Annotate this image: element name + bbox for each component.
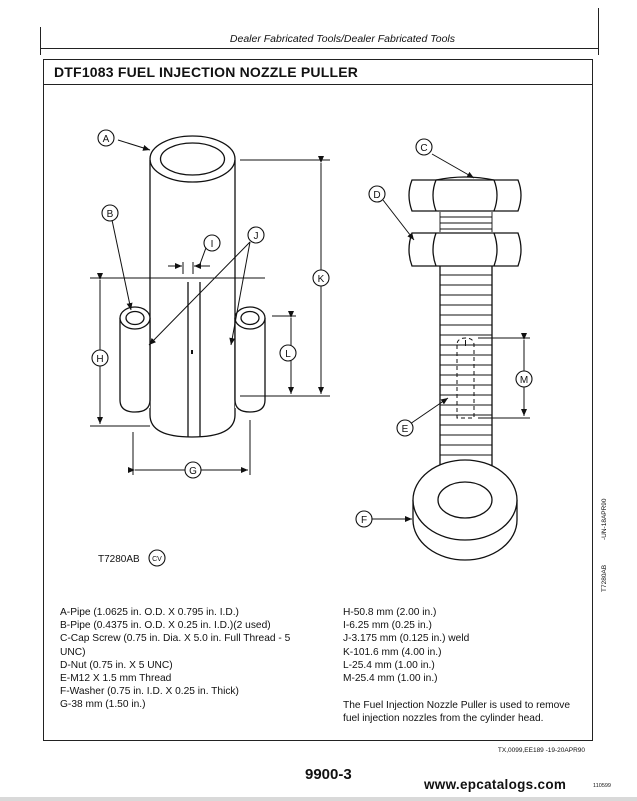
bottom-bar — [0, 797, 637, 801]
figure-id: T7280AB — [98, 554, 140, 565]
legend-item: UNC) — [60, 646, 86, 658]
watermark: www.epcatalogs.com — [424, 777, 567, 792]
callout-h: H — [91, 349, 109, 367]
callout-m: M — [515, 370, 533, 388]
svg-text:H: H — [96, 354, 103, 365]
legend-item: M-25.4 mm (1.00 in.) — [343, 673, 438, 685]
legend-item: F-Washer (0.75 in. I.D. X 0.25 in. Thick… — [60, 686, 239, 698]
leaders-right — [372, 153, 475, 522]
content-frame — [43, 59, 593, 741]
legend-left: A-Pipe (1.0625 in. O.D. X 0.795 in. I.D.… — [60, 606, 320, 712]
figure-code-vertical-bottom: T7280AB — [601, 564, 608, 592]
callout-k: K — [312, 269, 330, 287]
header-rule — [40, 48, 599, 49]
callout-f: F — [355, 510, 373, 528]
svg-text:I: I — [211, 239, 214, 250]
svg-text:D: D — [373, 190, 380, 201]
legend-item: J-3.175 mm (0.125 in.) weld — [343, 633, 470, 645]
pipe-b-left — [119, 306, 151, 413]
tx-code: TX,0099,EE189 -19-20APR90 — [497, 747, 585, 754]
legend-item: K-101.6 mm (4.00 in.) — [343, 646, 442, 658]
legend-right: H-50.8 mm (2.00 in.) I-6.25 mm (0.25 in.… — [343, 606, 583, 726]
legend-item: C-Cap Screw (0.75 in. Dia. X 5.0 in. Ful… — [60, 633, 291, 645]
cv-mark: CV — [148, 549, 166, 567]
tool-description: The Fuel Injection Nozzle Puller is used… — [343, 700, 571, 725]
callout-g: G — [184, 461, 202, 479]
svg-text:G: G — [189, 466, 197, 477]
callout-d: D — [368, 185, 386, 203]
callout-l: L — [279, 344, 297, 362]
svg-text:J: J — [254, 231, 259, 242]
washer-f — [412, 459, 518, 561]
legend-item: B-Pipe (0.4375 in. O.D. X 0.25 in. I.D.)… — [60, 620, 271, 632]
page-header-title: Dealer Fabricated Tools/Dealer Fabricate… — [229, 33, 455, 45]
legend-item: L-25.4 mm (1.00 in.) — [343, 659, 435, 671]
callout-a: A — [97, 129, 115, 147]
svg-text:CV: CV — [152, 556, 162, 563]
nut-d-lower — [408, 232, 522, 267]
thread-between-nuts — [439, 212, 493, 232]
svg-text:E: E — [402, 424, 409, 435]
side-code: 110599 — [593, 783, 611, 789]
svg-text:C: C — [420, 143, 427, 154]
legend-item: D-Nut (0.75 in. X 5 UNC) — [60, 659, 173, 671]
callout-j: J — [247, 226, 265, 244]
svg-text:K: K — [318, 274, 325, 285]
page-number: 9900-3 — [305, 766, 352, 783]
pipe-a — [149, 135, 236, 438]
svg-text:A: A — [103, 134, 110, 145]
callouts: A B I J H G L K C D M E F CV — [91, 129, 533, 567]
figure-code-vertical-top: -UN-18APR90 — [601, 498, 608, 540]
pipe-b-right — [234, 306, 266, 413]
header-left-rule — [40, 27, 41, 55]
svg-text:B: B — [107, 209, 114, 220]
nut-d-upper — [408, 176, 522, 212]
callout-c: C — [415, 138, 433, 156]
section-title: DTF1083 FUEL INJECTION NOZZLE PULLER — [54, 64, 359, 80]
svg-text:F: F — [361, 515, 367, 526]
legend-item: I-6.25 mm (0.25 in.) — [343, 620, 432, 632]
title-rule — [43, 84, 593, 85]
legend-item: E-M12 X 1.5 mm Thread — [60, 673, 172, 685]
legend-item: A-Pipe (1.0625 in. O.D. X 0.795 in. I.D.… — [60, 607, 239, 618]
svg-text:M: M — [520, 375, 528, 386]
legend-item: G-38 mm (1.50 in.) — [60, 699, 146, 711]
callout-b: B — [101, 204, 119, 222]
callout-i: I — [203, 234, 221, 252]
header-right-rule — [598, 8, 599, 55]
svg-text:L: L — [285, 349, 291, 360]
callout-e: E — [396, 419, 414, 437]
legend-item: H-50.8 mm (2.00 in.) — [343, 607, 437, 618]
